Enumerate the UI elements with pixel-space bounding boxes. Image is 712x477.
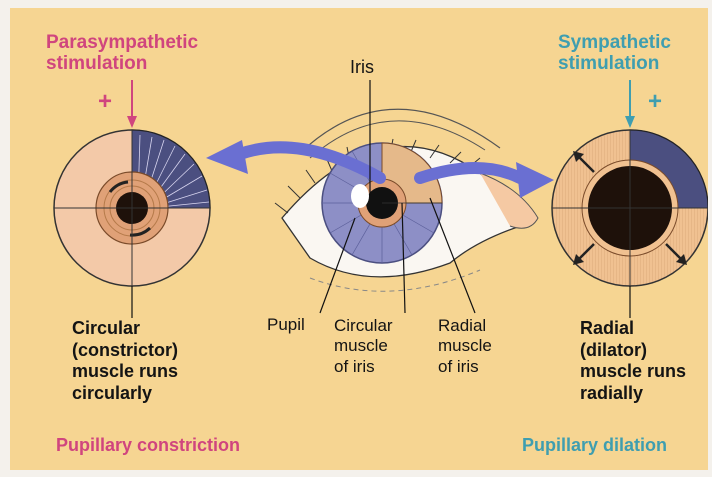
radial-caption-line2: (dilator) — [580, 340, 686, 362]
circular-caption-line1: Circular — [72, 318, 178, 340]
pupillary-dilation-label: Pupillary dilation — [522, 436, 667, 456]
circular-muscle-line2: muscle — [334, 336, 393, 356]
parasympathetic-arrow — [127, 80, 137, 128]
parasympathetic-plus-sign: + — [98, 88, 112, 116]
radial-muscle-line3: of iris — [438, 357, 492, 377]
dilated-iris-diagram — [552, 130, 708, 286]
iris-label: Iris — [350, 58, 374, 78]
circular-muscle-line3: of iris — [334, 357, 393, 377]
radial-muscle-of-iris-label: Radial muscle of iris — [438, 316, 492, 377]
constricted-iris-diagram — [54, 130, 210, 286]
radial-muscle-caption: Radial (dilator) muscle runs radially — [580, 318, 686, 404]
eye-illustration — [275, 109, 538, 291]
radial-caption-line4: radially — [580, 383, 686, 405]
sympathetic-arrow — [625, 80, 635, 128]
circular-muscle-caption: Circular (constrictor) muscle runs circu… — [72, 318, 178, 404]
radial-muscle-line2: muscle — [438, 336, 492, 356]
circular-caption-line4: circularly — [72, 383, 178, 405]
sympathetic-label: Sympathetic stimulation — [558, 33, 671, 75]
diagram-panel: Parasympathetic stimulation + Sympatheti… — [10, 8, 708, 470]
sympathetic-label-line1: Sympathetic — [558, 33, 671, 54]
circular-caption-line2: (constrictor) — [72, 340, 178, 362]
circular-muscle-of-iris-label: Circular muscle of iris — [334, 316, 393, 377]
radial-muscle-line1: Radial — [438, 316, 492, 336]
parasympathetic-label-line2: stimulation — [46, 54, 198, 75]
pupillary-constriction-label: Pupillary constriction — [56, 436, 240, 456]
radial-caption-line3: muscle runs — [580, 361, 686, 383]
sympathetic-plus-sign: + — [648, 88, 662, 116]
circular-caption-line3: muscle runs — [72, 361, 178, 383]
circular-muscle-line1: Circular — [334, 316, 393, 336]
sympathetic-label-line2: stimulation — [558, 54, 671, 75]
radial-caption-line1: Radial — [580, 318, 686, 340]
parasympathetic-label-line1: Parasympathetic — [46, 33, 198, 54]
parasympathetic-label: Parasympathetic stimulation — [46, 33, 198, 75]
pupil-label: Pupil — [267, 316, 305, 335]
